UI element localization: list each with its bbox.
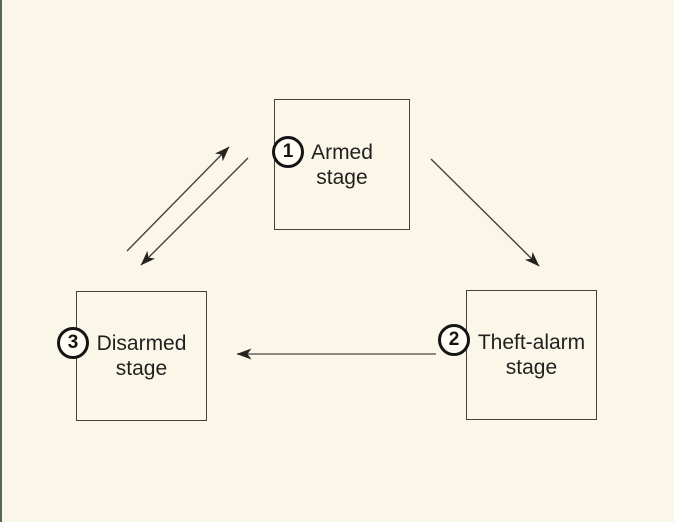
armed-stage-label: Armed stage (311, 140, 373, 190)
arrow-armed-to-theft-alarm (430, 158, 540, 267)
theft-alarm-stage-label-line2: stage (505, 356, 558, 379)
arrow-armed-to-disarmed (140, 157, 249, 266)
left-edge-bar (0, 0, 2, 522)
stage-number-2: 2 (448, 329, 460, 350)
stage-number-3: 3 (67, 332, 79, 353)
stage-number-1: 1 (282, 141, 294, 162)
stage-number-badge-3: 3 (57, 327, 89, 359)
disarmed-stage-label-line2: stage (115, 357, 168, 380)
theft-alarm-stage-label-line1: Theft-alarm (477, 331, 586, 354)
armed-stage-box: Armed stage (274, 99, 410, 230)
armed-stage-label-line2: stage (316, 165, 368, 189)
arrow-disarmed-to-armed (126, 146, 230, 252)
disarmed-stage-label-line1: Disarmed (96, 332, 187, 355)
disarmed-stage-box: Disarmed stage (76, 291, 207, 421)
theft-alarm-stage-box: Theft-alarm stage (466, 290, 597, 420)
stage-number-badge-2: 2 (438, 324, 470, 356)
disarmed-stage-label: Disarmed stage (97, 331, 187, 381)
armed-stage-label-line1: Armed (311, 140, 373, 164)
theft-alarm-stage-label: Theft-alarm stage (478, 330, 585, 380)
stage-number-badge-1: 1 (272, 136, 304, 168)
